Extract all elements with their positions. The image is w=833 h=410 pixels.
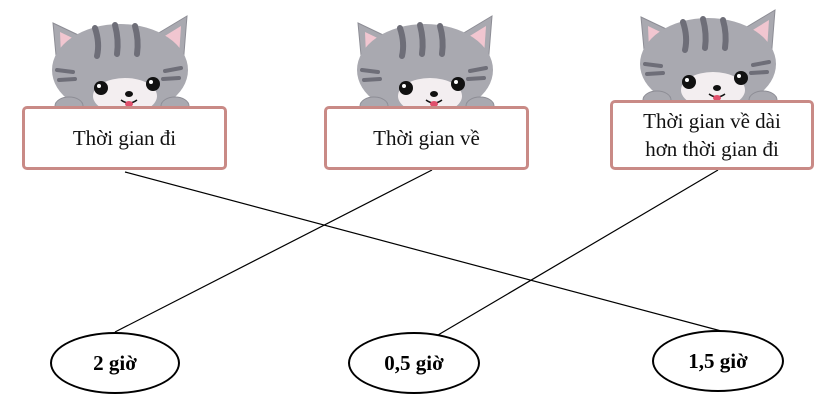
cat-icon [52, 15, 190, 113]
label-time-return: Thời gian về [324, 106, 529, 170]
label-time-return-text: Thời gian về [373, 126, 480, 150]
answer-1-5h-text: 1,5 giờ [688, 348, 748, 373]
answer-oval-1-5h: 1,5 giờ [652, 330, 784, 392]
label-time-go-text: Thời gian đi [72, 126, 177, 150]
cat-icon [357, 15, 495, 113]
answer-oval-2h: 2 giờ [50, 332, 180, 394]
connector-time-return-to-2h [114, 169, 433, 333]
answer-0-5h-text: 0,5 giờ [384, 350, 444, 375]
label-time-diff-text: Thời gian về dài hơn thời gian đi [643, 109, 781, 161]
connector-time-go-to-1-5h [124, 171, 726, 333]
label-time-go: Thời gian đi [22, 106, 227, 170]
cat-icon [640, 9, 778, 107]
label-time-diff: Thời gian về dài hơn thời gian đi [610, 100, 814, 170]
answer-oval-0-5h: 0,5 giờ [348, 332, 480, 394]
connector-time-diff-to-0-5h [437, 169, 719, 336]
answer-2h-text: 2 giờ [93, 350, 137, 375]
